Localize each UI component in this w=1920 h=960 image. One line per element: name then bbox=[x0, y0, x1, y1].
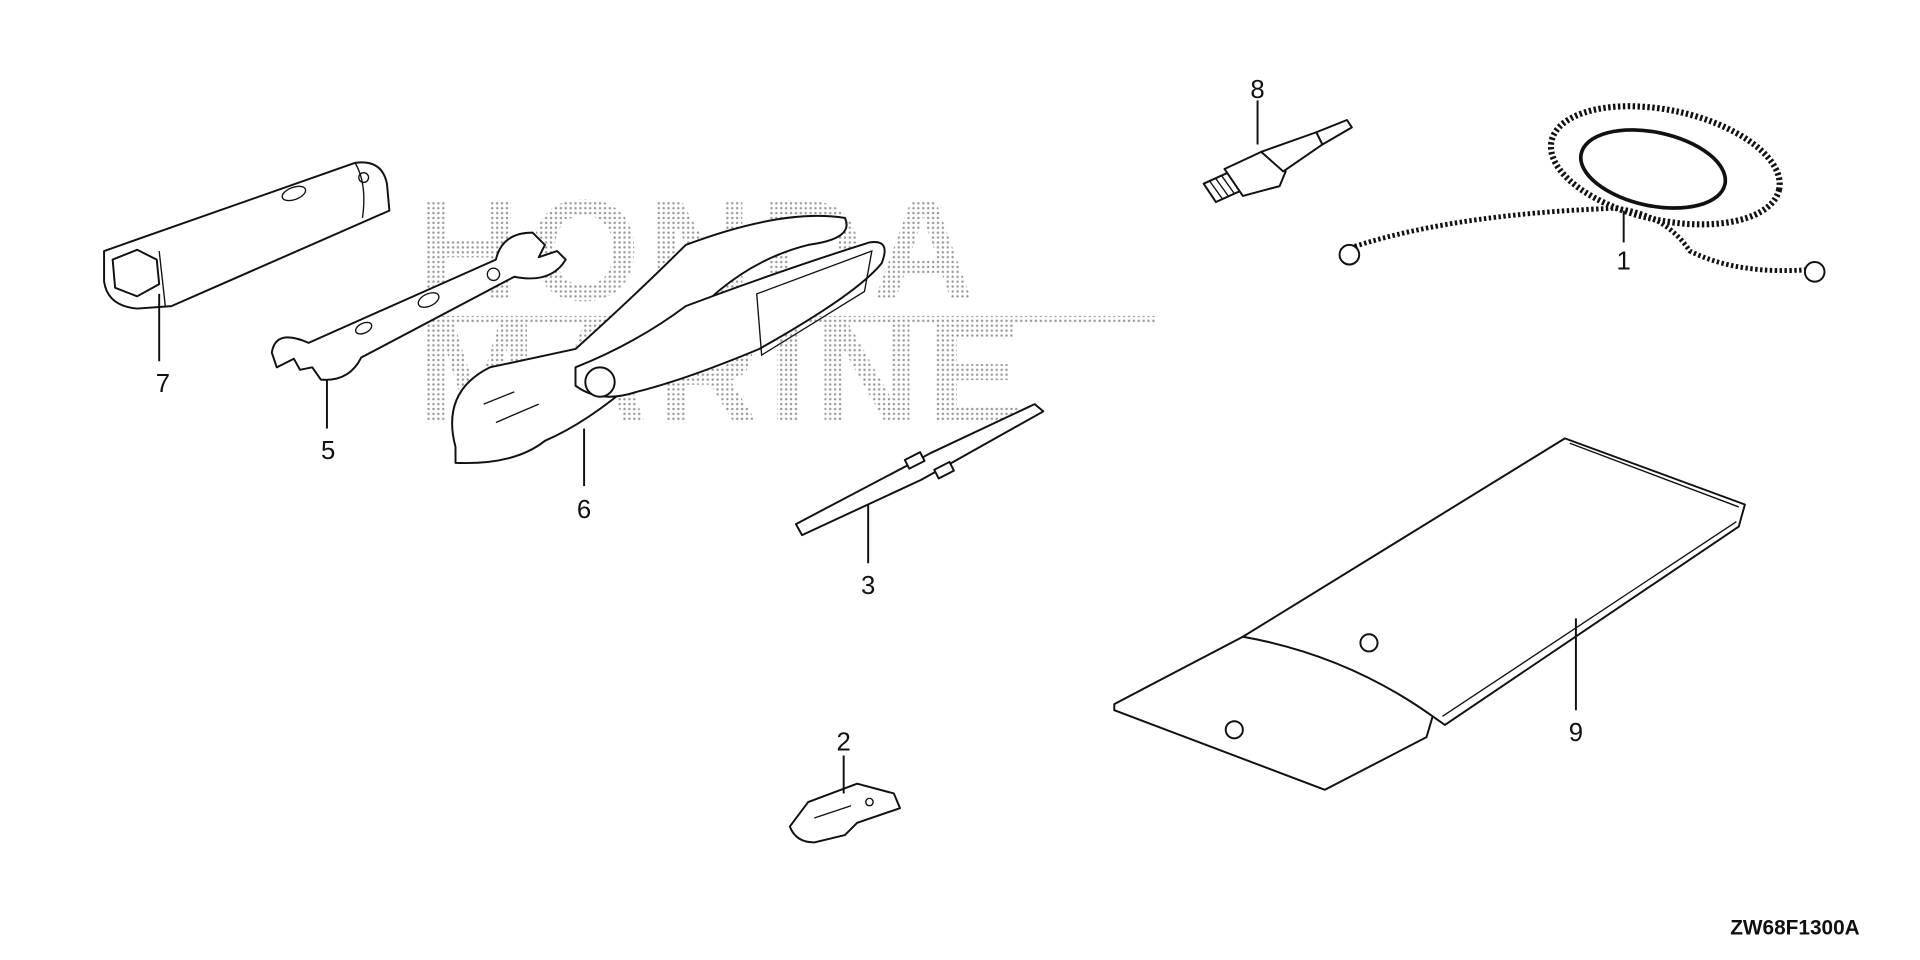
clip-part[interactable] bbox=[788, 782, 901, 844]
plug-wrench-part[interactable] bbox=[103, 161, 391, 310]
pliers-part[interactable] bbox=[451, 214, 886, 465]
callout-3[interactable]: 3 bbox=[861, 572, 875, 600]
callout-1[interactable]: 1 bbox=[1617, 247, 1631, 275]
tool-bag-part[interactable] bbox=[1113, 437, 1746, 791]
rope-part[interactable] bbox=[1338, 87, 1826, 283]
callout-8[interactable]: 8 bbox=[1250, 76, 1264, 104]
callout-7[interactable]: 7 bbox=[156, 370, 170, 398]
callout-6[interactable]: 6 bbox=[577, 496, 591, 524]
drawing-code: ZW68F1300A bbox=[1730, 916, 1859, 939]
screwdriver-part[interactable] bbox=[794, 403, 1045, 537]
callout-2[interactable]: 2 bbox=[837, 729, 851, 757]
callout-5[interactable]: 5 bbox=[321, 437, 335, 465]
open-end-wrench-part[interactable] bbox=[270, 231, 567, 381]
callout-9[interactable]: 9 bbox=[1569, 719, 1583, 747]
spark-plug-part[interactable] bbox=[1202, 119, 1353, 204]
